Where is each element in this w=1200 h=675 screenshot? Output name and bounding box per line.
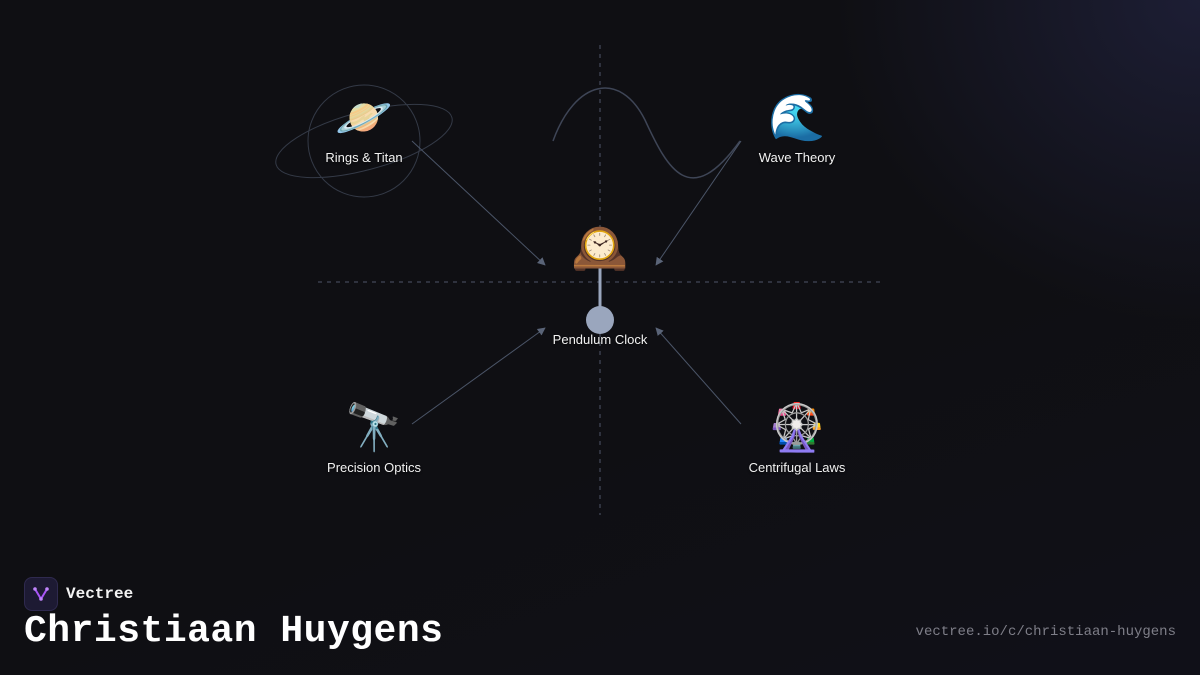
ringed-planet-icon: 🪐 (335, 91, 393, 143)
orbit-circle (307, 84, 421, 198)
mantelpiece-clock-icon: 🕰️ (571, 221, 629, 273)
connector-wave-theory (655, 140, 742, 266)
brand-name: Vectree (66, 585, 134, 603)
connector-precision-optics (411, 327, 546, 425)
ferris-wheel-icon: 🎡 (768, 401, 826, 453)
pendulum-bob (586, 306, 614, 334)
connector-rings-titan (411, 140, 546, 266)
brand[interactable]: Vectree (24, 577, 133, 611)
connector-centrifugal-laws (655, 327, 742, 425)
node-wave-theory[interactable]: 🌊 Wave Theory (759, 94, 836, 165)
node-pendulum-clock[interactable]: 🕰️ Pendulum Clock (553, 224, 648, 347)
node-label: Precision Optics (327, 460, 421, 475)
vectree-logo-icon (24, 577, 58, 611)
page-title: Christiaan Huygens (24, 610, 444, 653)
page-url[interactable]: vectree.io/c/christiaan-huygens (915, 624, 1176, 640)
node-label: Centrifugal Laws (748, 460, 846, 475)
sine-wave-decoration (552, 87, 741, 179)
node-centrifugal-laws[interactable]: 🎡 Centrifugal Laws (749, 404, 846, 475)
node-label: Pendulum Clock (552, 332, 648, 347)
node-label: Wave Theory (758, 150, 836, 165)
telescope-icon: 🔭 (345, 401, 403, 453)
node-label: Rings & Titan (325, 150, 403, 165)
orbit-ellipse (275, 103, 453, 179)
node-rings-titan[interactable]: 🪐 Rings & Titan (325, 94, 402, 165)
water-wave-icon: 🌊 (768, 91, 826, 143)
node-precision-optics[interactable]: 🔭 Precision Optics (327, 404, 421, 475)
